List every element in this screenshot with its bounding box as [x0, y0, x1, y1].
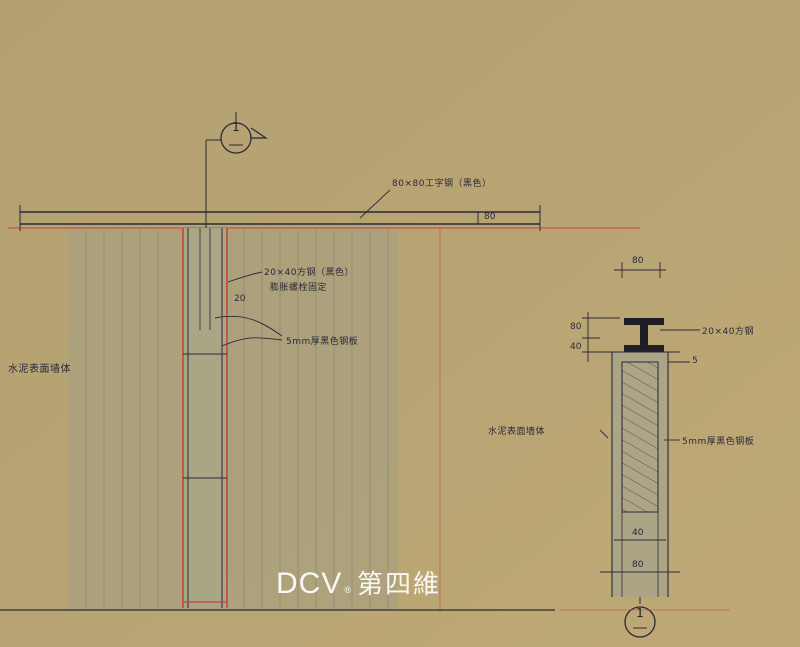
- section-dimensions: [582, 262, 700, 580]
- steel-beam: [8, 205, 640, 231]
- section-section-number: 1: [636, 606, 644, 620]
- i-beam-profile: [600, 318, 680, 353]
- section-marker-section: [624, 597, 656, 638]
- beam-note: 80×80工字钢（黑色）: [392, 179, 492, 189]
- watermark-cjk: 第四維: [356, 570, 441, 600]
- beam-dimension: 80: [484, 212, 496, 222]
- section-top-width: 80: [632, 256, 644, 266]
- section-bottom-width: 80: [632, 560, 644, 570]
- section-marker-elevation: [205, 112, 268, 228]
- leader-lines: [214, 189, 391, 347]
- elevation-section-number: 1: [232, 120, 240, 134]
- gap-dimension: 20: [234, 294, 246, 304]
- section-hatch: [621, 361, 659, 513]
- section-tube-note: 20×40方钢: [702, 327, 754, 337]
- elevation-view: [0, 112, 640, 612]
- section-plate-note: 5mm厚黑色钢板: [682, 437, 755, 447]
- section-height-dim-1: 80: [570, 322, 582, 332]
- section-height-dim-2: 40: [570, 342, 582, 352]
- watermark-registered-mark: ®: [344, 585, 351, 595]
- tube-note-line-2: 膨胀螺栓固定: [270, 283, 328, 293]
- wall-panel: [68, 228, 398, 610]
- wall-texture: [85, 230, 389, 608]
- section-view: [560, 262, 730, 638]
- tube-note-line-1: 20×40方钢（黑色）: [264, 268, 354, 278]
- watermark-latin: DCV: [276, 567, 343, 600]
- steel-column: [182, 228, 228, 608]
- plate-note: 5mm厚黑色钢板: [286, 337, 359, 347]
- wall-note: 水泥表面墙体: [8, 364, 71, 375]
- section-inner-width: 40: [632, 528, 644, 538]
- plate-thickness-dim: 5: [692, 356, 698, 366]
- watermark-logo: DCV ® 第四維: [276, 564, 441, 601]
- section-wall-note: 水泥表面墙体: [488, 427, 546, 437]
